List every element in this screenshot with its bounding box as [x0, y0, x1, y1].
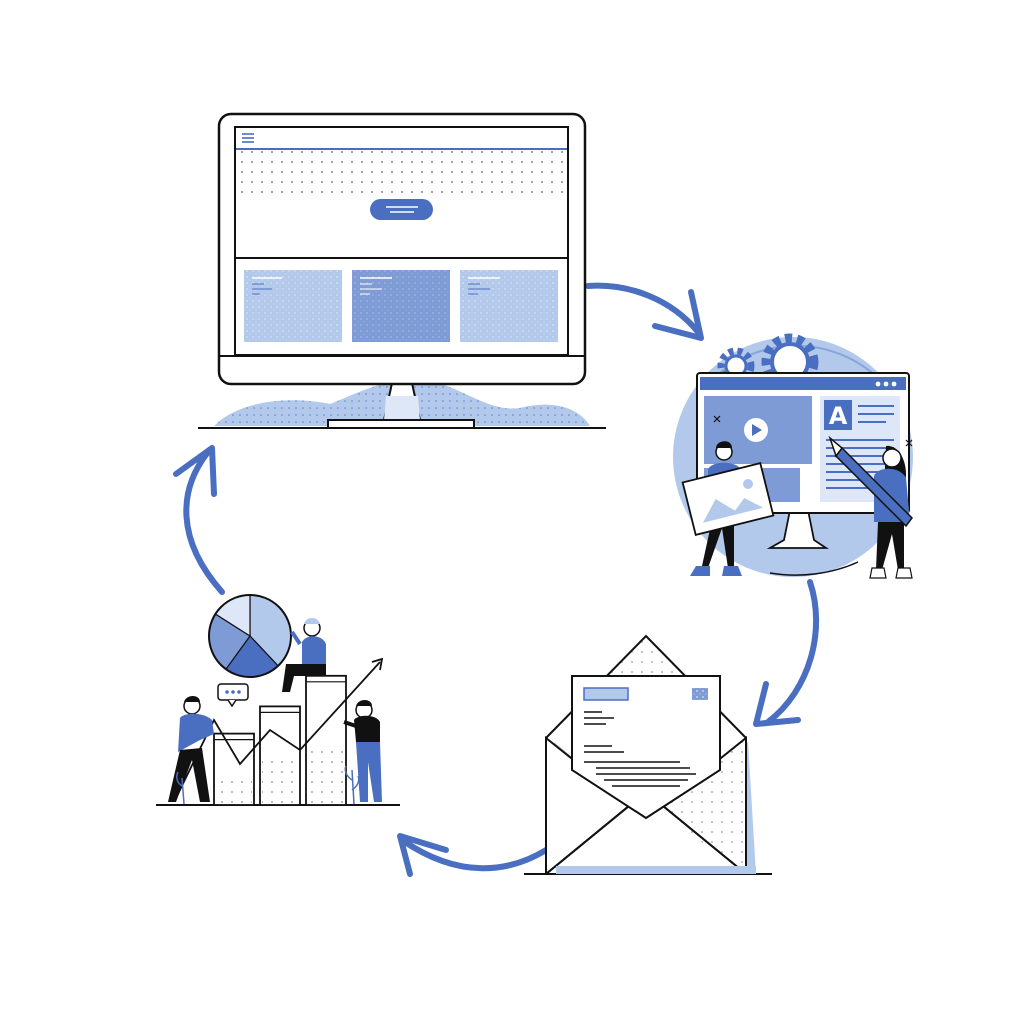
image-icon	[681, 462, 775, 536]
desktop-website-icon	[198, 112, 606, 429]
curved-arrow-icon	[753, 579, 820, 727]
pie-chart-icon	[208, 594, 292, 678]
bar-texture	[262, 760, 298, 804]
pie-outline	[208, 594, 292, 678]
play-icon	[744, 418, 768, 442]
person-with-pencil	[828, 435, 913, 579]
person-holding-image	[681, 441, 775, 576]
chat-bubble-icon	[217, 683, 249, 708]
content-card-icon	[352, 270, 450, 342]
growth-analytics-icon	[156, 594, 400, 806]
content-card-icon	[460, 270, 558, 342]
content-card-icon	[244, 270, 342, 342]
bar-chart-icon	[213, 674, 347, 806]
hamburger-menu-icon	[242, 133, 254, 143]
curved-arrow-icon	[585, 282, 704, 341]
stamp-icon	[692, 688, 708, 700]
content-creation-icon: A	[673, 333, 913, 579]
letter-icon	[571, 675, 721, 820]
cycle-arrows	[173, 282, 820, 877]
plant-icon	[176, 765, 360, 805]
window-dots-icon	[875, 381, 897, 387]
gear-icon	[717, 347, 755, 385]
curved-arrow-icon	[173, 445, 225, 595]
person-sitting-on-bar	[282, 618, 326, 692]
cta-button-icon	[370, 199, 433, 220]
curved-arrow-icon	[397, 833, 549, 877]
editor-letter: A	[829, 402, 848, 430]
pencil-icon	[828, 435, 913, 528]
email-marketing-icon	[524, 634, 772, 875]
person-standing-right	[343, 700, 382, 802]
bar-texture	[216, 772, 252, 804]
bar-texture	[308, 746, 344, 804]
person-pushing-bar	[168, 696, 214, 802]
